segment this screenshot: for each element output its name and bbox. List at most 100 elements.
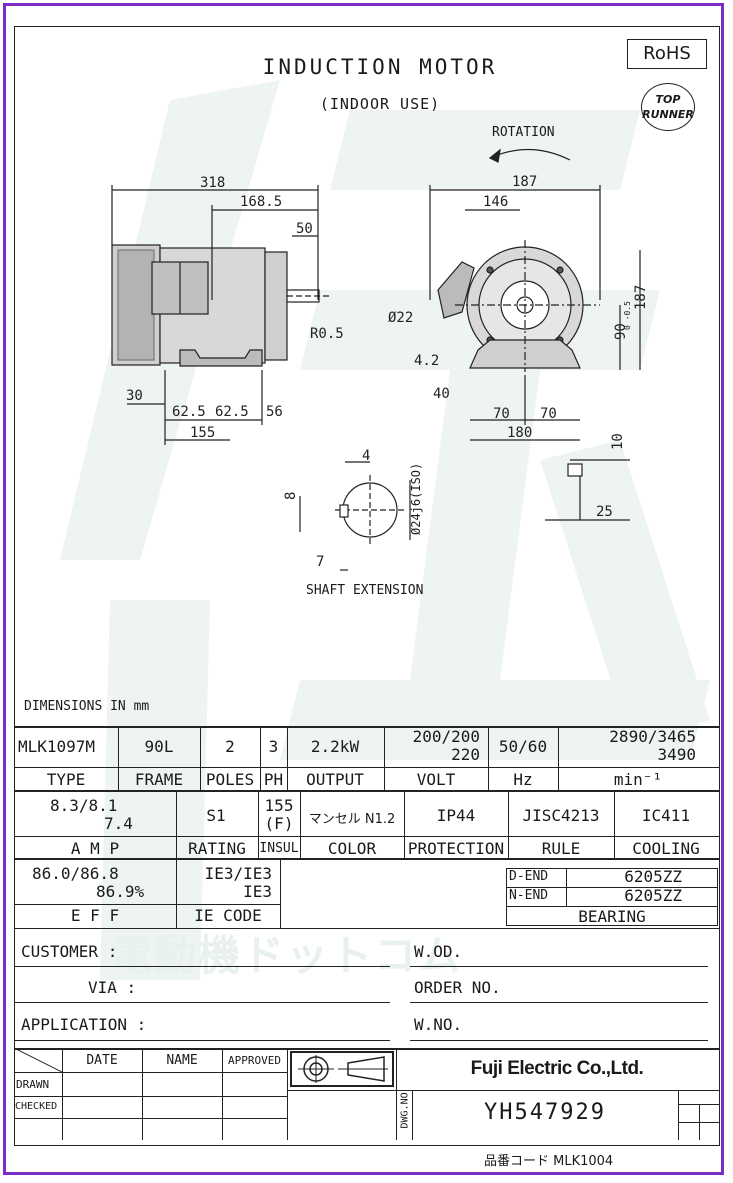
approved-header: APPROVED [228,1054,281,1067]
dim-40: 40 [433,386,450,402]
w-no-line [410,1040,708,1041]
dim-90: 90 [613,323,629,340]
frame-label: FRAME [134,770,184,789]
bearing-rule [506,906,718,907]
dimensions-note: DIMENSIONS IN mm [24,699,150,714]
cooling-label: COOLING [632,839,700,858]
insul-value-2: (F) [264,814,294,833]
eff-label: E F F [70,906,120,925]
insul-label: INSUL [259,841,299,856]
top-runner-line1: TOP [655,93,681,106]
rule-value: JISC4213 [522,806,600,825]
poles-label: POLES [205,770,255,789]
row3-top-rule [14,858,720,860]
dim-4: 4 [362,448,370,464]
company-name: Fuji Electric Co.,Ltd. [470,1058,644,1079]
via-line [14,1002,390,1003]
dwg-no-value: YH547929 [484,1100,606,1125]
projection-symbol-box [290,1051,394,1087]
name-header: NAME [166,1053,198,1068]
ie-value-1: IE3/IE3 [204,864,272,883]
tb-divider [678,1090,679,1140]
min-label: min⁻¹ [613,770,663,789]
dim-187: 187 [512,174,537,190]
checked-label: CHECKED [15,1101,58,1112]
d-end-value: 6205ZZ [624,867,682,886]
tb-divider [62,1048,63,1140]
tb-rule [287,1090,720,1091]
row2-divider [404,790,405,858]
rohs-badge: RoHS [627,39,707,69]
dim-4-2: 4.2 [414,353,439,369]
color-value: マンセル N1.2 [308,812,396,827]
ie-code-label: IE CODE [194,906,262,925]
dim-56: 56 [266,404,283,420]
n-end-label: N-END [509,888,549,903]
row3-rule [14,904,280,905]
amp-label: A M P [70,839,120,858]
row3-divider [280,858,281,928]
type-label: TYPE [46,770,86,789]
dim-62-5b: 62.5 [215,404,249,420]
rotation-label: ROTATION [492,125,555,140]
dim-70a: 70 [493,406,510,422]
customer-label: CUSTOMER : [21,942,118,961]
rating-label: RATING [188,839,246,858]
rule-label: RULE [541,839,581,858]
bearing-rule [506,887,718,888]
dwg-no-label: DWG.NO [399,1092,411,1129]
info-top-rule [14,928,720,929]
volt-label: VOLT [416,770,456,789]
volt-value-2: 220 [451,745,480,764]
rpm-value-2: 3490 [657,745,696,764]
tb-rule [14,1118,287,1119]
bearing-label: BEARING [578,907,646,926]
bearing-divider [566,868,567,906]
cooling-value: IC411 [641,806,691,825]
shaft-extension-label: SHAFT EXTENSION [306,583,424,598]
row2-divider [508,790,509,858]
row2-divider [300,790,301,858]
d-end-label: D-END [509,869,549,884]
hz-label: Hz [513,770,533,789]
row1-divider [558,726,559,790]
ph-label: PH [263,770,284,789]
tb-rule [14,1072,287,1073]
ph-value: 3 [268,737,279,756]
hz-value: 50/60 [498,737,548,756]
row2-top-rule [14,790,720,792]
top-runner-badge: TOP RUNNER [641,83,695,131]
page-title: INDUCTION MOTOR [262,55,498,79]
color-label: COLOR [327,839,377,858]
page-subtitle: (INDOOR USE) [319,95,441,113]
motor-drawing: 318 168.5 50 R0.5 30 62.5 62.5 56 155 18… [111,148,649,571]
titleblock-top-rule [14,1048,720,1050]
model-value: MLK1097M [18,737,96,756]
row2-rule [14,836,720,837]
via-label: VIA : [88,978,137,997]
dim-187v: 187 [633,285,649,310]
tb-divider [287,1048,288,1140]
date-header: DATE [86,1053,118,1068]
application-line [14,1040,390,1041]
drawn-label: DRAWN [16,1078,50,1091]
tb-divider [699,1104,700,1140]
order-no-label: ORDER NO. [414,978,501,997]
application-label: APPLICATION : [21,1015,147,1034]
row3-divider [176,858,177,928]
dim-10: 10 [610,433,626,450]
dim-7: 7 [316,554,324,570]
w-od-label: W.OD. [414,942,463,961]
amp-value-1: 8.3/8.1 [50,796,118,815]
dim-25: 25 [596,504,613,520]
row1-divider [384,726,385,790]
order-no-line [410,1002,708,1003]
part-code: 品番コード MLK1004 [484,1154,614,1169]
dim-180: 180 [507,425,532,441]
tb-divider [396,1048,397,1140]
dim-90-tol: 0 -0.5 [623,301,632,330]
rating-value: S1 [206,806,226,825]
protection-value: IP44 [436,806,476,825]
row1-rule [14,767,720,768]
tb-divider [412,1090,413,1140]
